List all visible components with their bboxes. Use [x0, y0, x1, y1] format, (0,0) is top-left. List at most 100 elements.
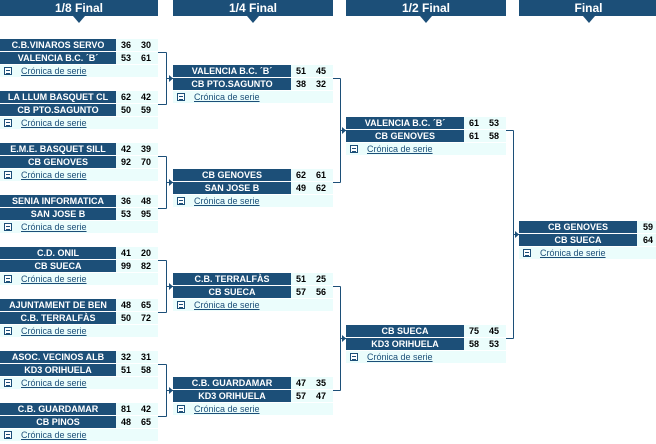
connector-arrow [169, 75, 173, 82]
team-scores: 57 56 [291, 286, 333, 298]
team-name: VALENCIA B.C. ´B´ [346, 117, 464, 129]
document-icon[interactable] [4, 67, 12, 75]
team-name: C.B. GUARDAMAR [0, 403, 116, 415]
game-score-2: 56 [315, 287, 326, 297]
connector-arrow [169, 283, 173, 290]
document-icon[interactable] [4, 275, 12, 283]
game-score-1: 50 [120, 105, 131, 115]
cronica-row: Crónica de serie [0, 325, 158, 337]
connector-arrow [169, 387, 173, 394]
team-name: C.B. GUARDAMAR [173, 377, 291, 389]
game-score-2: 30 [140, 40, 151, 50]
game-score-1: 57 [295, 287, 306, 297]
team-row: SAN JOSE B 49 62 [173, 182, 333, 194]
cronica-link[interactable]: Crónica de serie [21, 222, 87, 232]
team-scores: 61 53 [464, 117, 506, 129]
cronica-link[interactable]: Crónica de serie [540, 248, 606, 258]
document-icon[interactable] [4, 379, 12, 387]
cronica-row: Crónica de serie [173, 195, 333, 207]
game-score-1: 36 [120, 196, 131, 206]
cronica-link[interactable]: Crónica de serie [21, 66, 87, 76]
game-score-1: 81 [120, 404, 131, 414]
game-score-2: 62 [315, 183, 326, 193]
cronica-row: Crónica de serie [0, 273, 158, 285]
team-name: CB PTO.SAGUNTO [0, 104, 116, 116]
cronica-link[interactable]: Crónica de serie [21, 274, 87, 284]
document-icon[interactable] [177, 93, 185, 101]
connector-arrow [169, 179, 173, 186]
team-name: C.B. TERRALFÀS [173, 273, 291, 285]
connector-arrow [515, 231, 519, 238]
team-name: E.M.E. BASQUET SILL [0, 143, 116, 155]
game-score-2: 20 [140, 248, 151, 258]
game-score-1: 53 [120, 209, 131, 219]
round-header-arrow-4 [582, 16, 595, 23]
team-name: CB PINOS [0, 416, 116, 428]
game-score-1: 38 [295, 79, 306, 89]
document-icon[interactable] [4, 431, 12, 439]
game-score-1: 49 [295, 183, 306, 193]
game-score-2: 35 [315, 378, 326, 388]
team-name: VALENCIA B.C. ´B´ [173, 65, 291, 77]
game-score-2: 53 [488, 118, 499, 128]
game-score-2: 53 [488, 339, 499, 349]
cronica-link[interactable]: Crónica de serie [21, 430, 87, 440]
round-header-1: 1/8 Final [0, 0, 158, 16]
game-score-2: 65 [140, 417, 151, 427]
game-score-2: 65 [140, 300, 151, 310]
cronica-link[interactable]: Crónica de serie [21, 326, 87, 336]
game-score-2: 32 [315, 79, 326, 89]
cronica-link[interactable]: Crónica de serie [21, 378, 87, 388]
document-icon[interactable] [177, 301, 185, 309]
cronica-link[interactable]: Crónica de serie [21, 118, 87, 128]
cronica-row: Crónica de serie [0, 221, 158, 233]
cronica-link[interactable]: Crónica de serie [367, 144, 433, 154]
document-icon[interactable] [523, 249, 531, 257]
team-name: SAN JOSE B [173, 182, 291, 194]
game-score-2: 42 [140, 92, 151, 102]
document-icon[interactable] [350, 353, 358, 361]
cronica-link[interactable]: Crónica de serie [194, 196, 260, 206]
team-name: CB SUECA [173, 286, 291, 298]
team-name: CB SUECA [519, 234, 637, 246]
team-name: CB GENOVES [519, 221, 637, 233]
cronica-link[interactable]: Crónica de serie [194, 92, 260, 102]
game-score-1: 59 [642, 222, 653, 232]
document-icon[interactable] [4, 171, 12, 179]
document-icon[interactable] [177, 405, 185, 413]
document-icon[interactable] [4, 119, 12, 127]
game-score-1: 47 [295, 378, 306, 388]
game-score-1: 61 [468, 118, 479, 128]
document-icon[interactable] [177, 197, 185, 205]
game-score-2: 39 [140, 144, 151, 154]
game-score-1: 41 [120, 248, 131, 258]
game-score-2: 82 [140, 261, 151, 271]
cronica-link[interactable]: Crónica de serie [194, 300, 260, 310]
document-icon[interactable] [4, 223, 12, 231]
cronica-link[interactable]: Crónica de serie [367, 352, 433, 362]
game-score-1: 57 [295, 391, 306, 401]
document-icon[interactable] [4, 327, 12, 335]
team-row: C.B. GUARDAMAR 47 35 [173, 377, 333, 389]
document-icon[interactable] [350, 145, 358, 153]
round-header-arrow-2 [247, 16, 259, 23]
cronica-link[interactable]: Crónica de serie [194, 404, 260, 414]
cronica-link[interactable]: Crónica de serie [21, 170, 87, 180]
